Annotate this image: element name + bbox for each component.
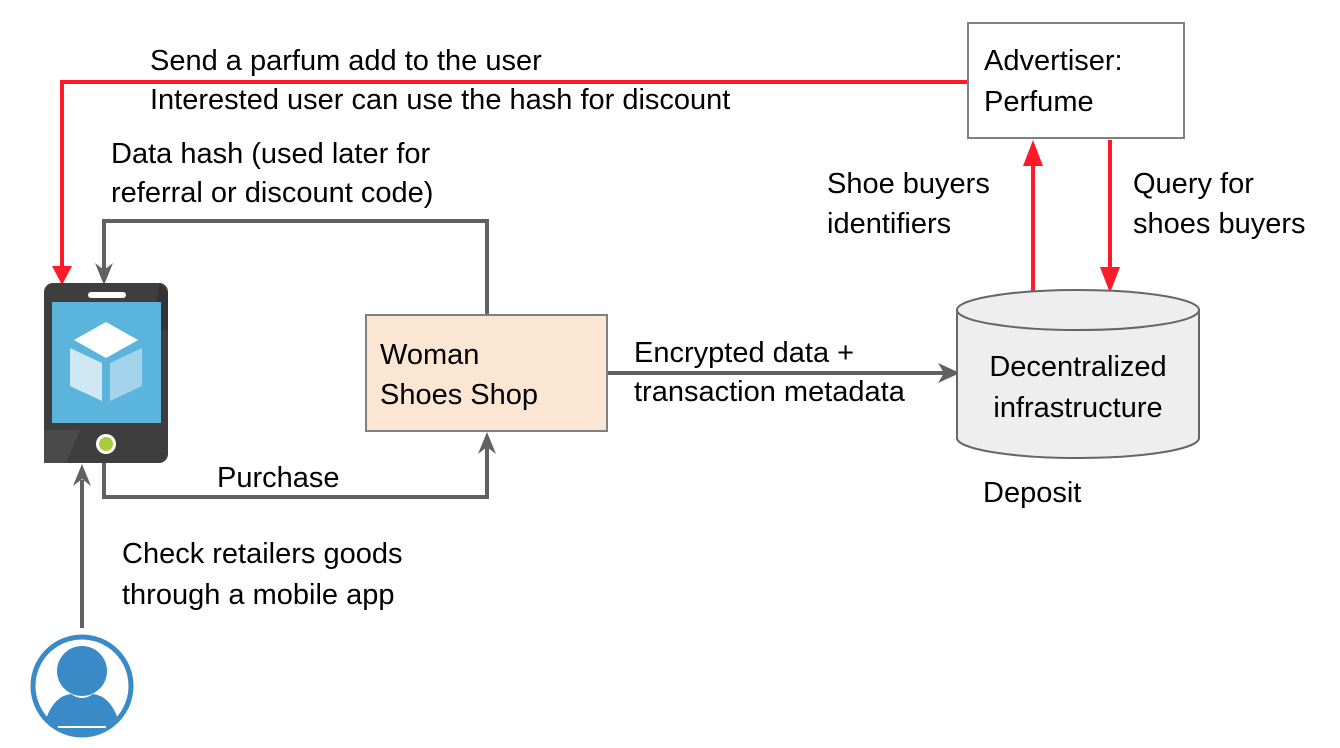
arrowhead-red — [1023, 140, 1043, 166]
edge-label-ad-line1: Send a parfum add to the user — [150, 45, 542, 77]
edge-label-user-line2: through a mobile app — [122, 579, 394, 611]
arrowhead-red — [52, 266, 72, 285]
edge-label-query-line2: shoes buyers — [1133, 208, 1306, 240]
edge-label-user-line1: Check retailers goods — [122, 538, 402, 570]
advertiser-label-line1: Advertiser: — [984, 45, 1123, 77]
edge-label-ad-line2: Interested user can use the hash for dis… — [150, 84, 730, 116]
edge-label-hash-line1: Data hash (used later for — [111, 138, 431, 170]
database-caption: Deposit — [983, 477, 1081, 509]
database-label-line1: Decentralized — [989, 351, 1166, 383]
edge-hash-to-phone — [95, 219, 489, 314]
edge-label-query-line1: Query for — [1133, 168, 1254, 200]
edge-label-purchase: Purchase — [217, 462, 340, 494]
shop-label-line2: Shoes Shop — [380, 379, 538, 411]
database-label-line2: infrastructure — [993, 392, 1162, 424]
edge-ad-to-user — [52, 80, 968, 285]
edge-shop-to-db — [608, 363, 960, 383]
edge-label-hash-line2: referral or discount code) — [111, 177, 433, 209]
arrowhead-gray — [938, 363, 960, 383]
edge-label-identifiers-line1: Shoe buyers — [827, 168, 990, 200]
smartphone-icon — [44, 283, 168, 463]
edge-label-identifiers-line2: identifiers — [827, 208, 951, 240]
edge-purchase — [102, 432, 496, 499]
advertiser-node: Advertiser: Perfume — [967, 22, 1185, 139]
shop-node: Woman Shoes Shop — [365, 314, 608, 432]
edge-label-encrypted-line1: Encrypted data + — [634, 337, 854, 369]
edge-advertiser-to-db — [1100, 140, 1120, 293]
edge-user-to-phone — [73, 464, 91, 628]
shop-label-line1: Woman — [380, 339, 479, 371]
advertiser-label-line2: Perfume — [984, 86, 1094, 118]
arrowhead-gray — [73, 464, 91, 486]
arrowhead-gray — [95, 263, 113, 285]
edge-label-encrypted-line2: transaction metadata — [634, 376, 906, 408]
edge-db-to-advertiser — [1023, 140, 1043, 293]
user-avatar-icon — [30, 634, 134, 738]
database-node: Decentralized infrastructure — [956, 289, 1200, 459]
arrowhead-red — [1100, 267, 1120, 293]
arrowhead-gray — [478, 432, 496, 454]
